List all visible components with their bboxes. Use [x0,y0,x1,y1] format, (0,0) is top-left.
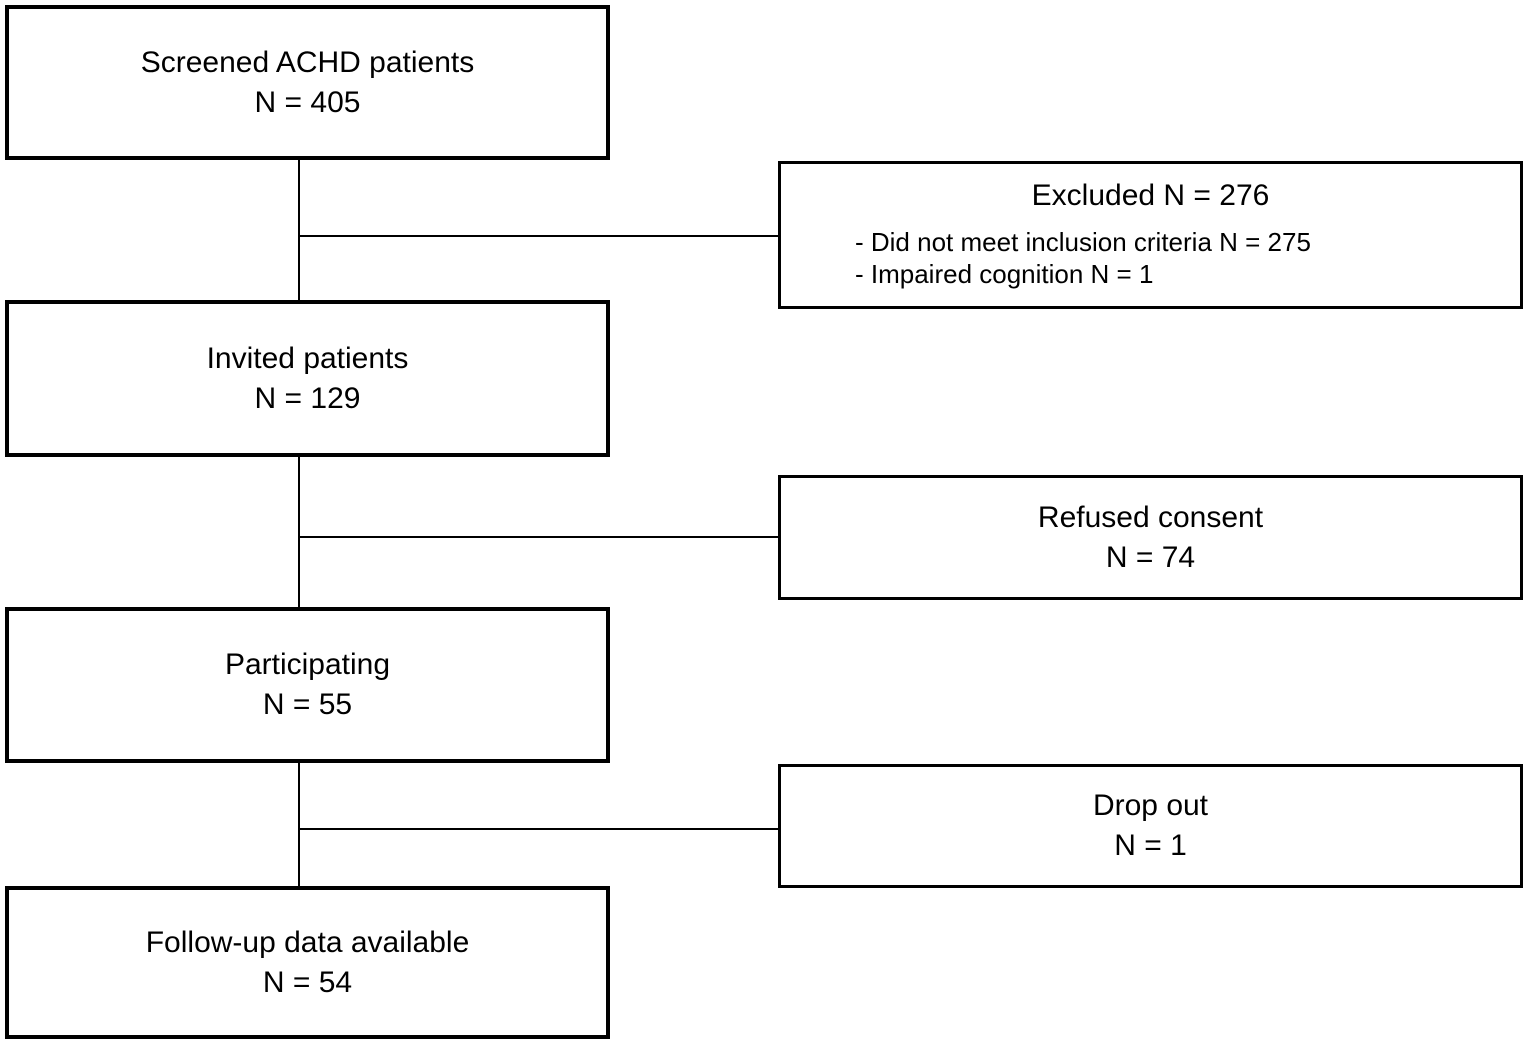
node-count: N = 129 [254,381,361,415]
node-followup-data: Follow-up data available N = 54 [5,886,610,1039]
node-label: Screened ACHD patients [140,45,475,79]
node-label: Drop out [1092,789,1209,822]
excluded-reason-item: - Did not meet inclusion criteria N = 27… [855,227,1311,257]
node-excluded: Excluded N = 276 - Did not meet inclusio… [778,161,1523,309]
node-label: Participating [224,648,391,681]
node-count: N = 74 [1105,540,1196,574]
node-participating: Participating N = 55 [5,607,610,763]
node-label: Follow-up data available [145,925,470,959]
connector-branch-excluded [298,235,778,237]
excluded-reason-list: - Did not meet inclusion criteria N = 27… [781,226,1520,290]
connector-participating-to-followup [298,763,300,886]
connector-branch-refused [298,536,778,538]
node-count: N = 55 [262,688,353,721]
excluded-reason-item: - Impaired cognition N = 1 [855,259,1154,289]
node-label: Invited patients [206,341,409,375]
node-label: Refused consent [1037,500,1264,534]
node-refused-consent: Refused consent N = 74 [778,475,1523,600]
node-count: N = 405 [254,85,361,119]
node-invited-patients: Invited patients N = 129 [5,300,610,457]
connector-invited-to-participating [298,457,300,607]
connector-screened-to-invited [298,160,300,300]
node-count: N = 1 [1114,829,1187,862]
connector-branch-dropout [298,828,778,830]
node-count: N = 54 [262,965,353,999]
node-label: Excluded N = 276 [1031,179,1270,212]
node-screened-patients: Screened ACHD patients N = 405 [5,5,610,160]
node-drop-out: Drop out N = 1 [778,764,1523,888]
